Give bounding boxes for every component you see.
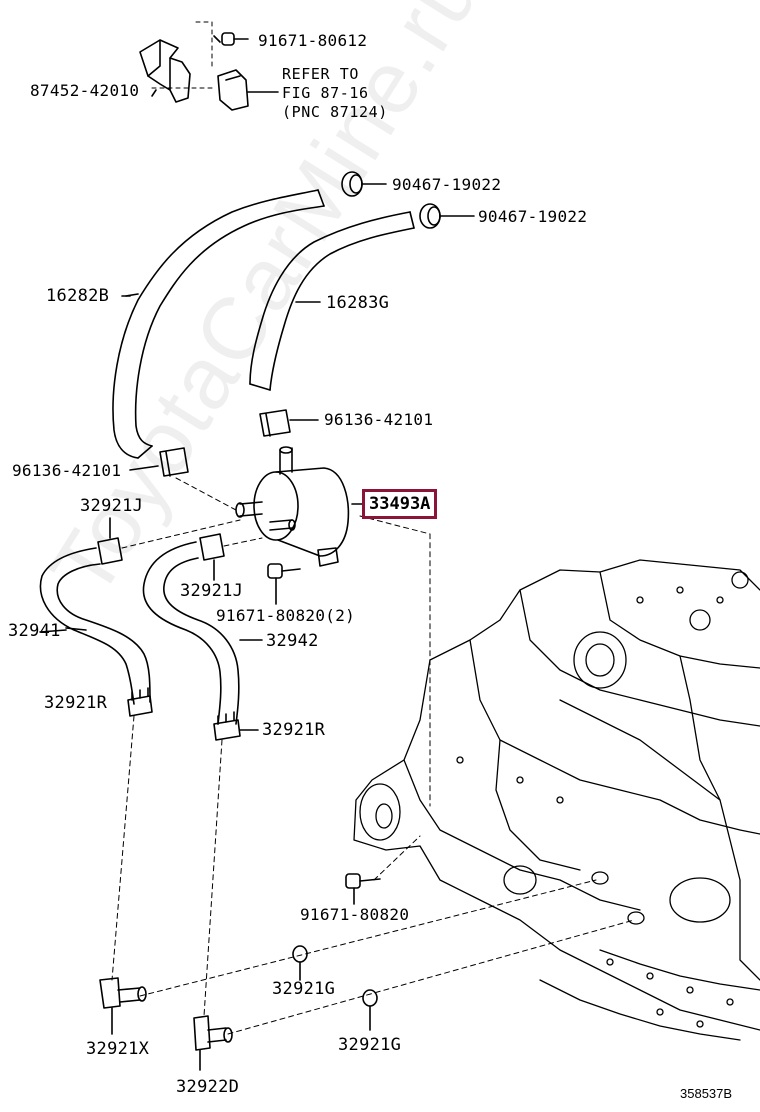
hose-16282B (112, 189, 325, 459)
label-91671-80612: 91671-80612 (258, 31, 368, 50)
union-32922D (193, 1015, 233, 1071)
label-16282B: 16282B (46, 286, 110, 306)
hose-16283G (249, 211, 415, 391)
label-32921R-right: 32921R (262, 720, 326, 740)
label-32941: 32941 (8, 621, 61, 641)
label-87452-42010: 87452-42010 (30, 81, 140, 100)
clamp-90467-19022-a (341, 171, 387, 197)
oil-cooler-33493A (235, 446, 365, 567)
label-32921J-right: 32921J (180, 581, 244, 601)
oring-32921G-a (292, 945, 308, 963)
union-32921X (99, 977, 147, 1035)
label-96136-42101-left: 96136-42101 (12, 461, 122, 480)
label-96136-42101-right: 96136-42101 (324, 410, 434, 429)
label-16283G: 16283G (326, 293, 390, 313)
refer-note-line2: FIG 87-16 (282, 84, 369, 102)
hose-32941 (39, 547, 151, 705)
bolt-91671-80612 (213, 32, 249, 46)
label-90467-19022-b: 90467-19022 (478, 207, 588, 226)
label-32942: 32942 (266, 631, 319, 651)
bolt-91671-80820-x2 (267, 563, 301, 605)
oring-32921G-b (362, 989, 378, 1007)
label-91671-80820-x2: 91671-80820(2) (216, 606, 356, 625)
clip-refer-part (217, 69, 279, 111)
label-32921X: 32921X (86, 1039, 150, 1059)
clamp-32921J-left (97, 517, 123, 565)
hose-32942 (142, 541, 263, 725)
bracket-87452-42010 (139, 39, 191, 103)
clamp-32921R-left (127, 687, 153, 717)
refer-note-line3: (PNC 87124) (282, 103, 388, 121)
clamp-96136-42101-right (259, 409, 319, 437)
clamp-90467-19022-b (419, 203, 475, 229)
bolt-91671-80820 (345, 873, 381, 905)
refer-note-line1: REFER TO (282, 65, 360, 83)
label-91671-80820: 91671-80820 (300, 905, 410, 924)
clamp-32921R-right (213, 711, 259, 741)
label-32921R-left: 32921R (44, 693, 108, 713)
label-32921G-b: 32921G (338, 1035, 402, 1055)
label-90467-19022-a: 90467-19022 (392, 175, 502, 194)
label-32921J-left: 32921J (80, 496, 144, 516)
label-32921G-a: 32921G (272, 979, 336, 999)
clamp-32921J-right (199, 533, 225, 581)
label-32922D: 32922D (176, 1077, 240, 1097)
illustration-id: 358537B (680, 1086, 733, 1101)
clamp-96136-42101-left (129, 447, 189, 477)
highlighted-part-33493A[interactable]: 33493A (362, 489, 438, 519)
engine-block (353, 559, 760, 1041)
